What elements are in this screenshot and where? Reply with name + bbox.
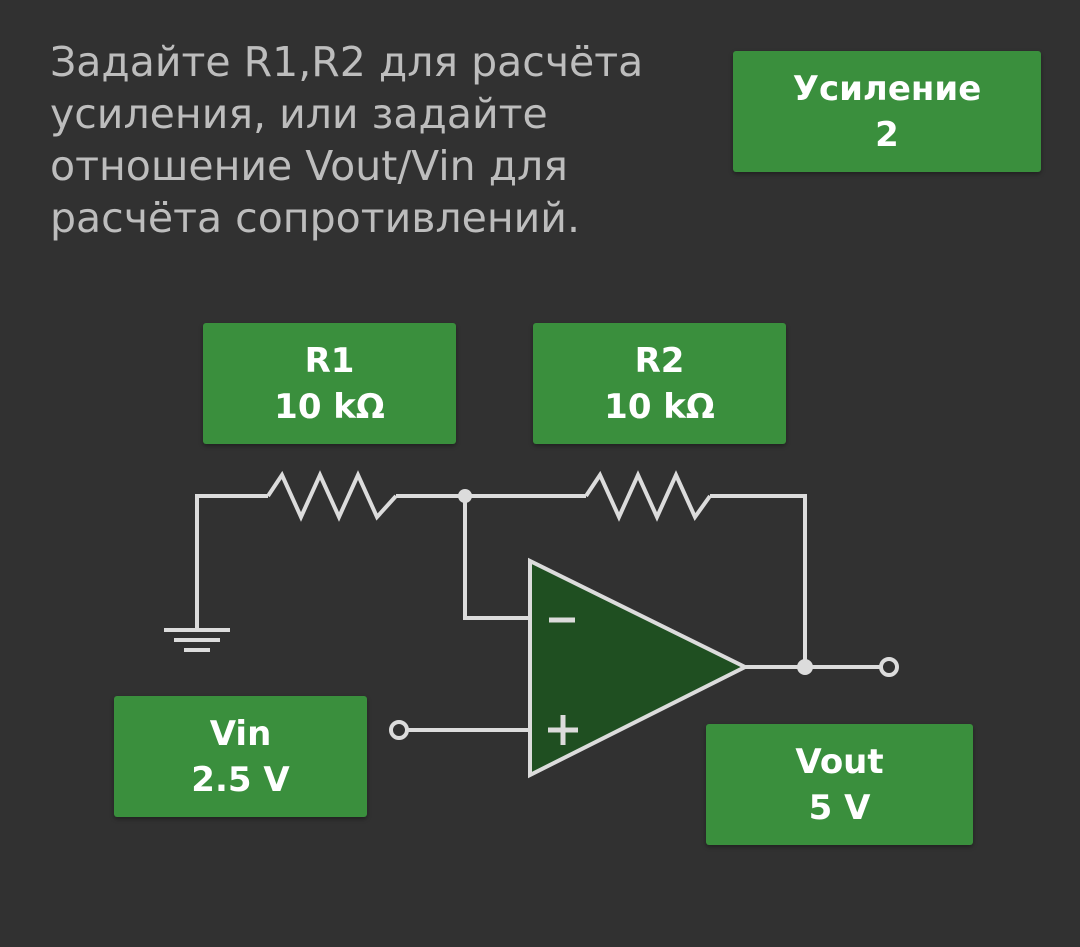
non-inverting-input-plus-icon [548,715,578,745]
r1-value: 10 kΩ [274,386,385,427]
r2-resistor-icon [584,470,712,522]
r2-button[interactable]: R2 10 kΩ [533,323,786,444]
junction-dot-icon [458,489,472,503]
vin-value: 2.5 V [191,759,290,800]
vout-button[interactable]: Vout 5 V [706,724,973,845]
vout-label: Vout [795,741,884,782]
gain-value: 2 [875,114,899,155]
vout-value: 5 V [808,787,871,828]
vin-label: Vin [209,713,272,754]
r1-label: R1 [304,340,355,381]
r2-label: R2 [634,340,685,381]
r1-button[interactable]: R1 10 kΩ [203,323,456,444]
ground-icon [164,628,230,652]
r1-resistor-icon [266,470,398,522]
vout-terminal-icon [879,657,899,677]
junction-dot-icon [797,659,813,675]
gain-label: Усиление [792,68,982,109]
r2-value: 10 kΩ [604,386,715,427]
vin-button[interactable]: Vin 2.5 V [114,696,367,817]
op-amp-icon [528,557,750,779]
instruction-text: Задайте R1,R2 для расчёта усиления, или … [50,38,644,242]
feedback-wire [710,494,807,667]
ground-wire [195,494,268,628]
vin-terminal-icon [389,720,409,740]
gain-button[interactable]: Усиление 2 [733,51,1041,172]
inverting-input-wire [463,496,530,620]
